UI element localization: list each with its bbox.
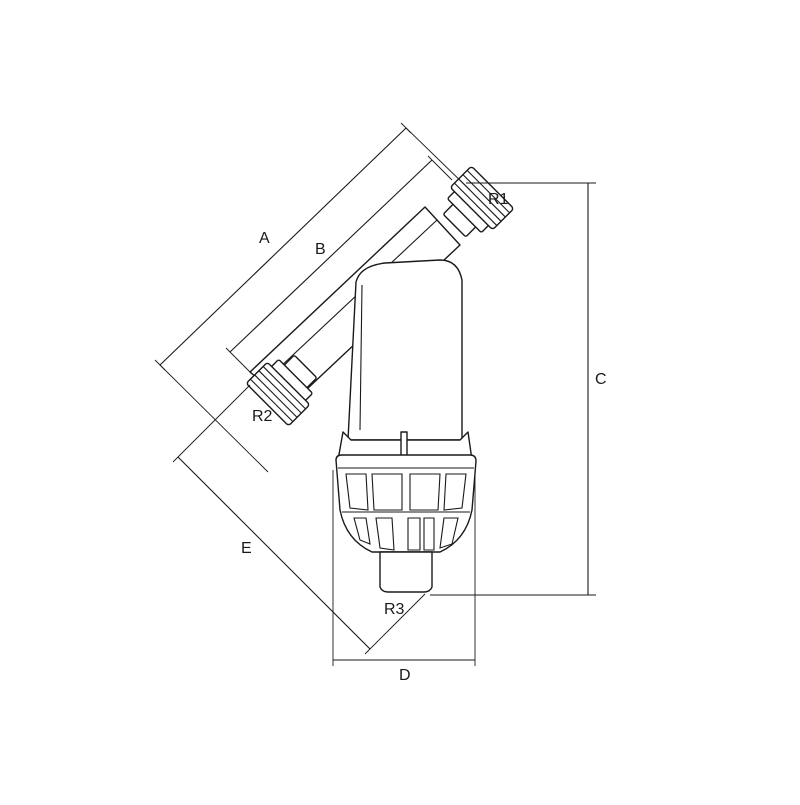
- drain-outlet: [379, 551, 433, 593]
- dimension-a: [154, 122, 471, 473]
- dimension-labels: A B C D E R1 R2 R3: [241, 191, 607, 684]
- label-r2: R2: [252, 408, 273, 425]
- filter-body-group: [246, 166, 514, 593]
- label-r1: R1: [488, 191, 509, 208]
- cap-lower-ribs: [353, 517, 459, 551]
- dimension-lines: [154, 122, 596, 666]
- cap-upper-ribs: [345, 473, 467, 511]
- label-e: E: [241, 540, 252, 557]
- filter-bowl: [347, 259, 463, 441]
- dimension-c: [430, 182, 596, 596]
- label-r3: R3: [384, 601, 405, 618]
- bowl-highlight: [359, 284, 363, 431]
- outlet-r2: [246, 355, 317, 426]
- label-c: C: [595, 371, 607, 388]
- label-a: A: [259, 230, 270, 247]
- dimension-b: [225, 155, 453, 375]
- filter-cap: [335, 454, 477, 553]
- label-b: B: [315, 241, 326, 258]
- label-d: D: [399, 667, 411, 684]
- dimension-e: [172, 384, 426, 655]
- dimension-d: [332, 470, 476, 666]
